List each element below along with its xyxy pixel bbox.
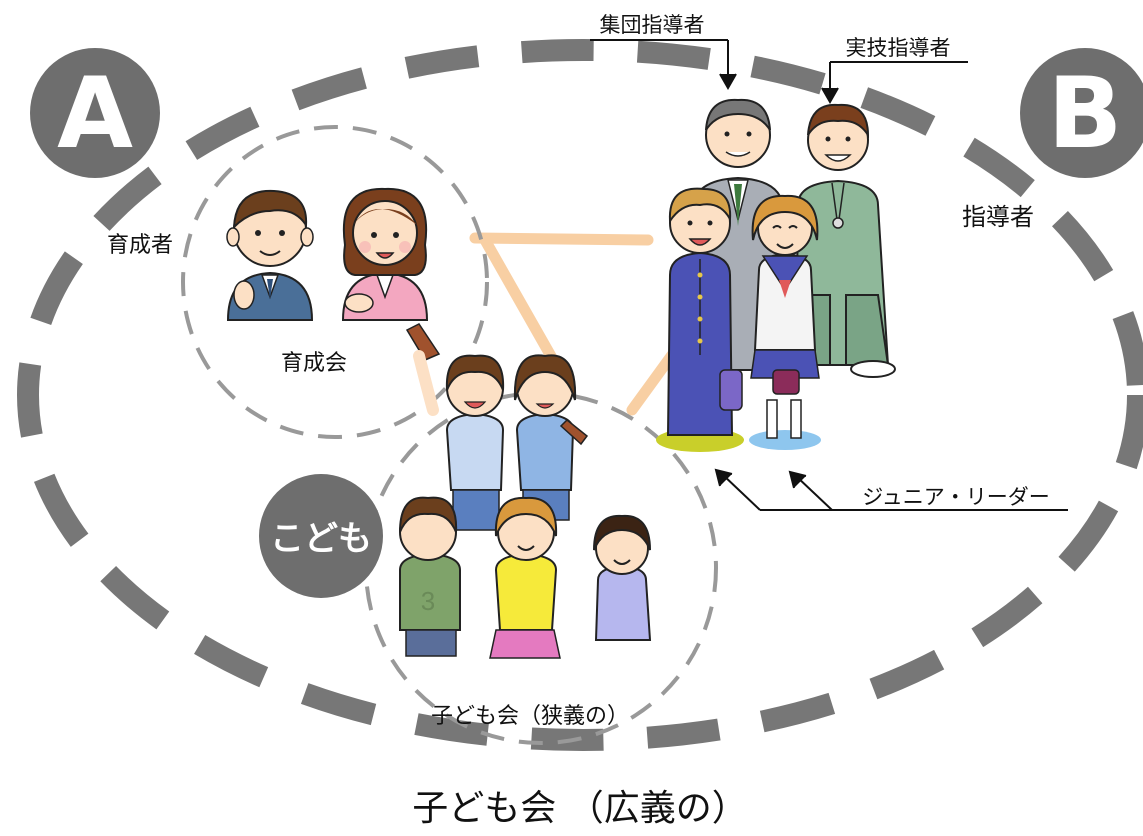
coach-tracksuit-figure [794,103,896,378]
group-leader-label: 集団指導者 [600,13,705,37]
ikuseisha-label: 育成者 [107,233,173,258]
junior-leader-label: ジュニア・リーダー [862,485,1050,509]
children-raising-arms-figure [405,323,589,531]
outer-ellipse-broad [17,39,1143,751]
svg-text:B: B [1048,57,1123,171]
svg-text:A: A [57,57,133,171]
kodomokai-broad-label: 子ども会 （広義の） [412,788,747,829]
adult-woman-pink-figure [341,187,429,321]
kodomokai-narrow-label: 子ども会（狭義の） [431,704,629,729]
boy-gakuran-figure [656,187,744,452]
ikuseikai-label: 育成会 [281,351,347,376]
ikuseikai-circle [181,125,489,439]
badge-children: こども [259,474,383,598]
skill-leader-callout [821,61,968,105]
badge-a: A [30,48,160,178]
svg-text:3: 3 [421,586,435,616]
junior-leader-callout [714,468,1068,511]
skill-leader-label: 実技指導者 [846,36,951,60]
connector-lines [469,232,678,416]
adult-man-suit-figure [226,189,314,321]
svg-text:こども: こども [270,519,372,559]
girl-sailor-uniform-figure [749,194,821,450]
children-walking-figure: 3 [399,496,652,659]
group-leader-callout [590,39,737,91]
shidousha-label: 指導者 [962,203,1034,231]
badge-b: B [1020,48,1143,178]
